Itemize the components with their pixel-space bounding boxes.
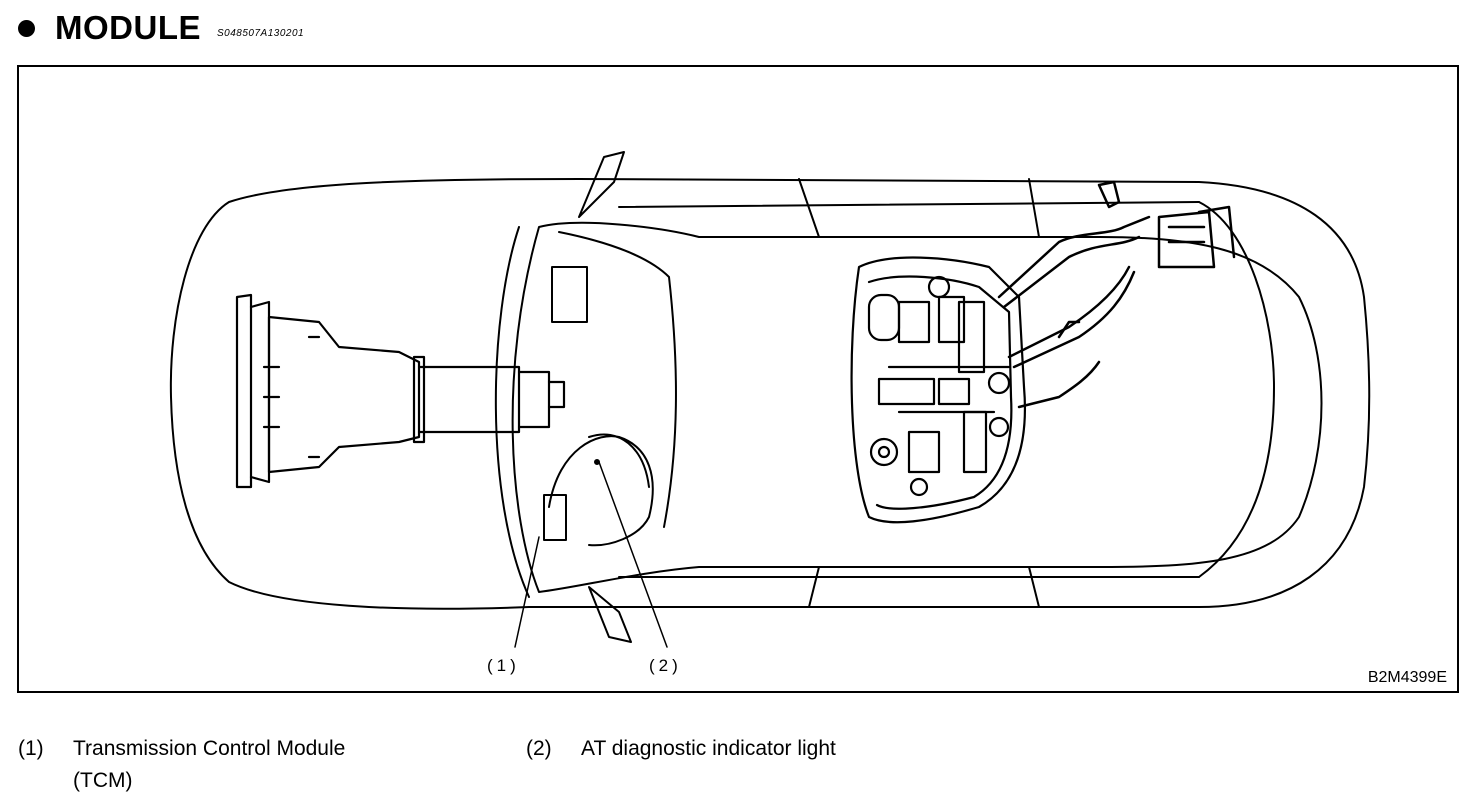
door-line-3: [808, 566, 820, 608]
callout-1: (1): [487, 656, 520, 675]
mirror-upper: [578, 151, 625, 218]
legend-text: AT diagnostic indicator light: [581, 737, 836, 760]
figure-frame: (1) (2) B2M4399E: [17, 65, 1459, 693]
leader-line-1: [514, 536, 540, 648]
door-line-4: [1028, 566, 1040, 608]
legend-item-2: (2) AT diagnostic indicator light: [526, 733, 946, 765]
steering-column: [588, 433, 650, 488]
door-line-2: [1028, 178, 1040, 238]
figure-code: B2M4399E: [1367, 669, 1447, 686]
wire-harness: [997, 180, 1236, 409]
mirror-lower: [588, 586, 632, 643]
legend-number: (2): [526, 737, 552, 760]
dash-panel: [551, 266, 588, 323]
dash-line: [558, 231, 677, 528]
vehicle-layout-drawing: [169, 151, 1371, 648]
bullet-icon: [18, 19, 35, 37]
legend-item-1: (1) Transmission Control Module (TCM): [18, 733, 478, 797]
cabin-outline: [511, 221, 1323, 593]
page-title: MODULE: [55, 9, 201, 46]
legend-text-line: Transmission Control Module: [73, 737, 346, 760]
windshield: [494, 226, 530, 598]
rear-window: [1198, 201, 1275, 578]
tcm-box: [543, 494, 567, 541]
section-code: S048507A130201: [217, 27, 305, 39]
legend-text-line: (TCM): [73, 769, 133, 792]
callout-2: (2): [649, 656, 682, 675]
legend-text: Transmission Control Module (TCM): [73, 733, 345, 797]
leader-line-2: [598, 461, 668, 648]
car-body-outline: [169, 178, 1371, 610]
legend-number: (1): [18, 737, 44, 760]
door-line-1: [798, 178, 820, 238]
roof-rail-upper: [618, 201, 1200, 208]
fuel-tank-assembly: [850, 256, 1026, 524]
instrument-cluster: [548, 435, 654, 547]
section-heading: MODULE S048507A130201: [18, 6, 304, 50]
transmission: [235, 293, 566, 489]
